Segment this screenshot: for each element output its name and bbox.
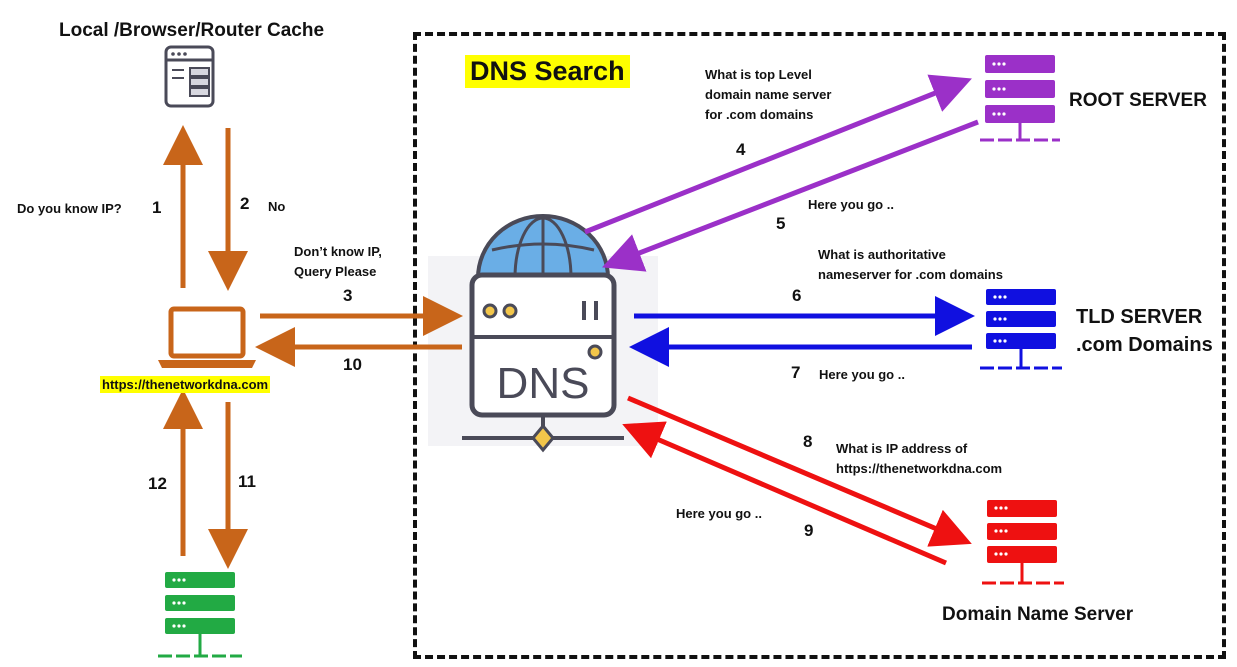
arrow-step-9 xyxy=(622,421,947,566)
step-9-number: 9 xyxy=(804,521,814,540)
step-5-number: 5 xyxy=(776,214,786,233)
step-11-number: 11 xyxy=(238,472,256,491)
tld-server-icon xyxy=(980,289,1062,370)
step-4-line2: domain name server xyxy=(705,87,832,102)
step-3-line2: Query Please xyxy=(294,264,377,279)
step-8-line2: https://thenetworkdna.com xyxy=(836,461,1003,476)
step-10-number: 10 xyxy=(343,355,362,374)
step-7-text: Here you go .. xyxy=(819,367,905,382)
tld-server-label-line1: TLD SERVER xyxy=(1076,306,1203,328)
step-4-number: 4 xyxy=(736,140,746,159)
step-3-number: 3 xyxy=(343,286,353,305)
step-5-text: Here you go .. xyxy=(808,197,894,212)
root-server-icon xyxy=(980,55,1060,142)
step-12-number: 12 xyxy=(148,474,167,493)
step-7-number: 7 xyxy=(791,363,801,382)
step-4-line1: What is top Level xyxy=(705,67,812,82)
arrow-step-4 xyxy=(584,74,972,235)
domain-server-label: Domain Name Server xyxy=(942,604,1134,625)
step-3-line1: Don’t know IP, xyxy=(294,244,382,259)
step-1-text: Do you know IP? xyxy=(17,201,122,216)
client-db-server-icon xyxy=(158,572,242,658)
domain-name-server-icon xyxy=(982,500,1064,585)
step-2-text: No xyxy=(268,199,286,214)
step-2-number: 2 xyxy=(240,194,250,213)
cache-title: Local /Browser/Router Cache xyxy=(59,20,325,41)
browser-cache-icon xyxy=(164,45,215,108)
tld-server-label-line2: .com Domains xyxy=(1076,334,1213,356)
step-6-line1: What is authoritative xyxy=(818,247,946,262)
step-6-number: 6 xyxy=(792,286,802,305)
step-4-line3: for .com domains xyxy=(705,107,814,122)
client-url-label: https://thenetworkdna.com xyxy=(100,376,271,393)
step-6-line2: nameserver for .com domains xyxy=(818,267,1003,282)
dns-search-title: DNS Search xyxy=(465,55,630,88)
step-9-text: Here you go .. xyxy=(676,506,762,521)
laptop-icon xyxy=(158,306,256,368)
step-8-line1: What is IP address of xyxy=(836,441,968,456)
root-server-label: ROOT SERVER xyxy=(1069,90,1207,111)
dns-label: DNS xyxy=(497,359,590,408)
step-8-number: 8 xyxy=(803,432,813,451)
arrow-step-8 xyxy=(627,395,972,547)
dns-server-icon: DNS xyxy=(428,214,658,453)
arrow-step-5 xyxy=(602,119,979,272)
step-1-number: 1 xyxy=(152,198,162,217)
